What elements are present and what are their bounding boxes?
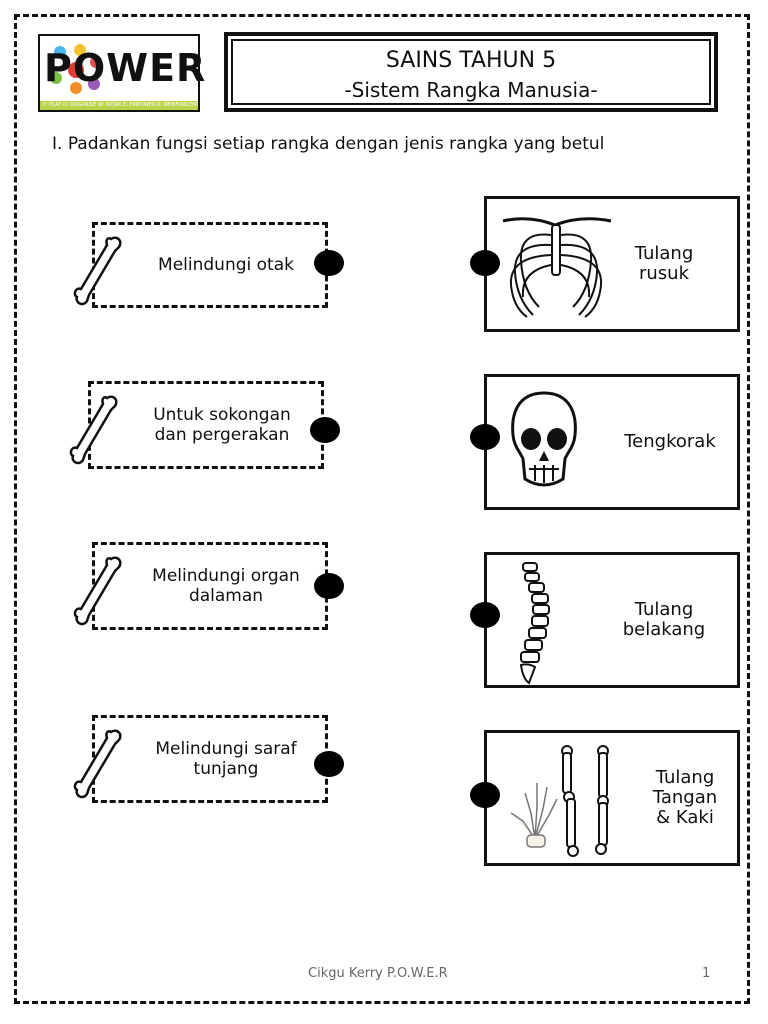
match-dot-function-3[interactable] [314, 573, 344, 599]
limb-bones-icon [510, 745, 609, 857]
page-number: 1 [702, 966, 711, 981]
match-dot-skull[interactable] [470, 424, 500, 450]
logo-people-icon [50, 44, 102, 94]
function-box-1: Melindungi otak [73, 222, 328, 308]
match-dot-function-1[interactable] [314, 250, 344, 276]
logo-text: POWER [44, 46, 207, 90]
match-dot-ribcage[interactable] [470, 250, 500, 276]
bone-icon [73, 236, 122, 306]
title-box: SAINS TAHUN 5 -Sistem Rangka Manusia- [224, 32, 718, 112]
page-border [14, 14, 750, 1004]
page-subtitle: -Sistem Rangka Manusia- [344, 78, 598, 102]
bone-icon [69, 395, 118, 465]
function-label: Untuk sokongan dan pergerakan [153, 405, 291, 445]
bone-box-skull: Tengkorak [484, 374, 740, 510]
match-dot-function-4[interactable] [314, 751, 344, 777]
spine-icon [519, 562, 550, 685]
function-box-3: Melindungi organ dalaman [73, 542, 328, 630]
skull-icon [511, 391, 577, 487]
function-label: Melindungi saraf tunjang [155, 739, 297, 779]
page-title: SAINS TAHUN 5 [385, 48, 557, 73]
function-label: Melindungi otak [158, 255, 294, 275]
bone-icon [73, 556, 122, 626]
function-label: Melindungi organ dalaman [152, 566, 300, 606]
function-box-4: Melindungi saraf tunjang [73, 715, 328, 803]
function-box-2: Untuk sokongan dan pergerakan [69, 381, 324, 469]
bone-label: Tulang rusuk [634, 243, 694, 284]
match-dot-limbs[interactable] [470, 782, 500, 808]
footer-credit: Cikgu Kerry P.O.W.E.R [308, 966, 448, 981]
match-dot-function-2[interactable] [310, 417, 340, 443]
bone-icon [73, 729, 122, 799]
logo-tagline: P: PLAY O: ORGANISE W: WORK E: EMPOWER R… [40, 101, 198, 110]
bone-box-ribcage: Tulang rusuk [484, 196, 740, 332]
match-dot-spine[interactable] [470, 602, 500, 628]
ribcage-icon [502, 217, 612, 318]
bone-label: Tulang belakang [622, 599, 706, 640]
bone-label: Tengkorak [624, 431, 716, 452]
bone-box-spine: Tulang belakang [484, 552, 740, 688]
bone-box-limbs: Tulang Tangan & Kaki [484, 730, 740, 866]
bone-label: Tulang Tangan & Kaki [652, 767, 718, 828]
power-logo: POWER P: PLAY O: ORGANISE W: WORK E: EMP… [38, 34, 205, 112]
instruction-text: I. Padankan fungsi setiap rangka dengan … [52, 134, 605, 154]
